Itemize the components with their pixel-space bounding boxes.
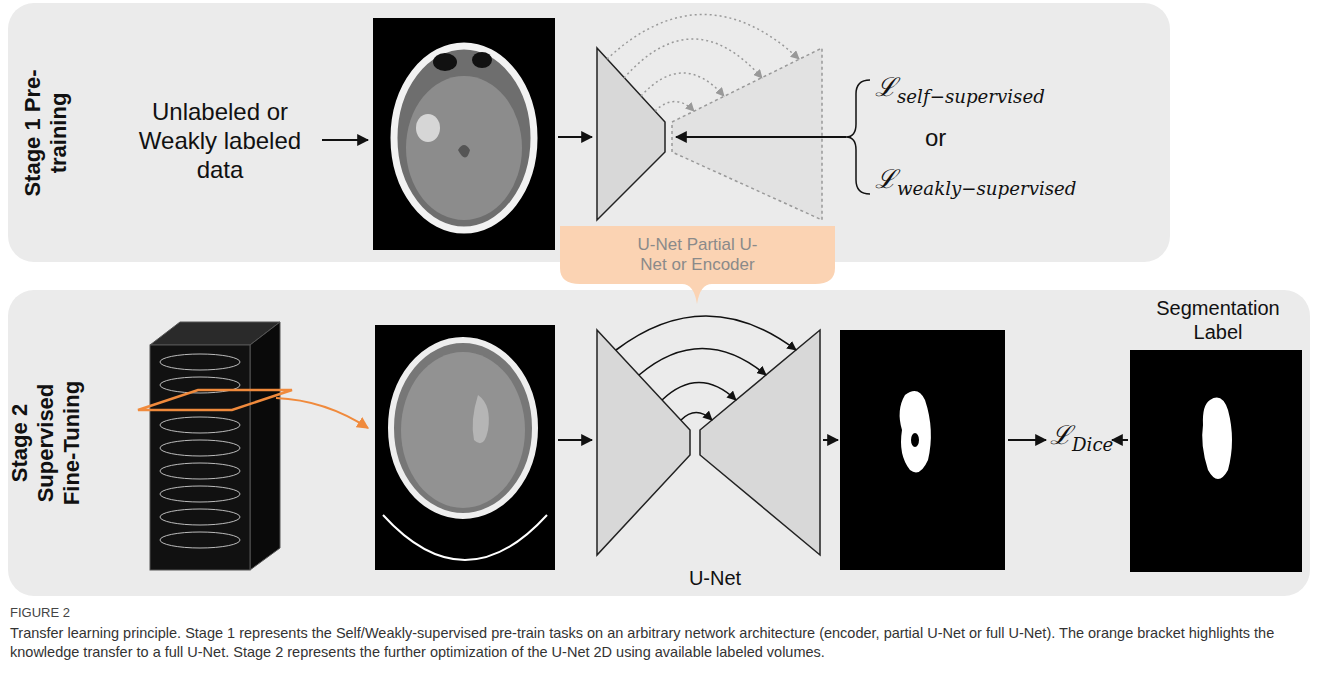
text-holder: ℒweakly−supervised	[875, 164, 1125, 203]
sinus	[472, 52, 492, 68]
decoder-shape	[672, 48, 822, 220]
headrest	[383, 515, 547, 560]
label-region	[1202, 398, 1232, 479]
decoder-shape	[700, 330, 820, 555]
node-label: U-Net	[590, 566, 840, 590]
stage-panel: U-Net Segmentation LabelStage 2 Supervise…	[8, 290, 1310, 596]
volume-slice	[160, 486, 240, 502]
unet-block: U-Net	[590, 322, 840, 590]
skip-connection	[655, 102, 694, 112]
skip-connection	[681, 413, 712, 421]
volume-slice	[160, 417, 240, 433]
flow-arrow	[558, 439, 592, 441]
volume-slice	[160, 440, 240, 456]
transfer-bracket: U-Net Partial U-Net or Encoder	[560, 226, 835, 284]
skip-connection	[607, 15, 799, 60]
loss-term: ℒself−supervised	[875, 72, 1105, 111]
stage-panel-ground	[8, 290, 1310, 596]
lesion	[416, 114, 440, 142]
lesion	[473, 395, 489, 443]
node-label: U-Net Partial U-Net or Encoder	[628, 235, 768, 275]
text-holder: Transfer learning principle. Stage 1 rep…	[10, 624, 1308, 662]
slice-arrow	[276, 398, 368, 428]
sinus	[433, 53, 457, 71]
text-holder: Segmentation Label	[1143, 296, 1293, 344]
stage-title: Stage 1 Pre-training	[20, 63, 72, 203]
flow-arrow	[322, 139, 368, 141]
node-label: Segmentation Label	[1143, 296, 1293, 344]
predicted-region	[900, 391, 931, 472]
ct-slice-image	[375, 325, 555, 570]
brain	[406, 76, 522, 220]
volume-slice	[160, 463, 240, 479]
text-holder: Stage 1 Pre-training	[20, 63, 72, 203]
loss-term: ℒweakly−supervised	[875, 164, 1125, 203]
text-holder: ℒself−supervised	[875, 72, 1105, 111]
stage-panel-ground	[8, 3, 1170, 262]
transfer-bracket-shape	[560, 226, 835, 304]
ventricle	[458, 145, 470, 158]
mask-hole	[911, 433, 919, 447]
skip-connection	[616, 316, 796, 350]
text-holder: U-Net	[590, 566, 840, 590]
input-description: Unlabeled or Weakly labeled data	[125, 97, 315, 184]
encoder-shape	[597, 330, 690, 555]
volume-slice	[160, 354, 240, 370]
skull	[391, 340, 535, 516]
text-holder: U-Net Partial U-Net or Encoder	[628, 235, 768, 275]
text-holder: Stage 2 Supervised Fine-Tuning	[7, 373, 85, 513]
skip-connection	[641, 73, 724, 96]
skull	[394, 46, 534, 230]
stage-title: Stage 2 Supervised Fine-Tuning	[7, 373, 85, 513]
text-holder: Unlabeled or Weakly labeled data	[125, 97, 315, 184]
skip-connection	[639, 349, 766, 376]
text-holder: or	[925, 123, 985, 152]
volume-slice	[160, 532, 240, 548]
text-holder: ℒDice	[1050, 420, 1112, 459]
loss-term: ℒDice	[1050, 420, 1112, 459]
connective-word: or	[925, 123, 985, 152]
prediction-mask	[840, 330, 1005, 570]
flow-arrow	[1112, 439, 1128, 441]
volume-slice	[160, 509, 240, 525]
flow-arrow	[1008, 439, 1046, 441]
flow-arrow	[558, 136, 592, 138]
volume-front	[150, 345, 250, 570]
ct-slice-image	[373, 18, 555, 250]
selected-slice	[138, 390, 292, 410]
volume-side	[250, 322, 280, 570]
segmentation-label-image: Segmentation Label	[1123, 296, 1313, 576]
text-holder: FIGURE 2	[10, 605, 210, 621]
figure-caption: Transfer learning principle. Stage 1 rep…	[10, 624, 1308, 662]
encoder-shape	[597, 48, 665, 220]
flow-arrow	[823, 439, 838, 441]
skip-connection	[662, 383, 736, 401]
label-mask	[1130, 350, 1302, 572]
skip-connection	[624, 39, 762, 78]
loss-arrow	[676, 136, 846, 138]
stage-panel: Stage 1 Pre-training	[8, 3, 1170, 262]
loss-brace	[846, 80, 870, 194]
brain	[401, 352, 525, 508]
figure-number: FIGURE 2	[10, 605, 210, 621]
